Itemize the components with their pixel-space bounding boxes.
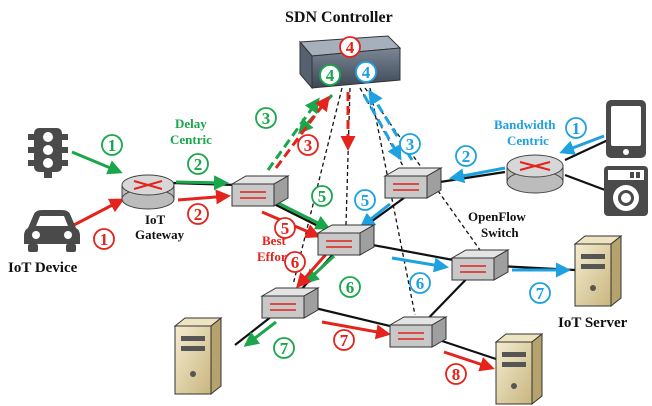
step-badge-blue: 4 xyxy=(355,61,377,83)
blue-arrow-3b xyxy=(362,94,402,161)
step-number: 2 xyxy=(462,147,471,166)
blue-arrow-2 xyxy=(449,166,506,184)
openflow-switch-line2: Switch xyxy=(481,225,519,240)
openflow-switch-icon[interactable] xyxy=(383,167,443,199)
openflow-switch-line1: OpenFlow xyxy=(468,209,526,224)
blue-flow xyxy=(359,89,605,278)
iot-gateway-line2: Gateway xyxy=(135,227,185,242)
server-icon[interactable] xyxy=(173,316,223,396)
router-icon[interactable] xyxy=(121,174,175,210)
step-number: 1 xyxy=(572,119,581,138)
step-badge-green: 7 xyxy=(273,337,295,359)
iot-gateway-line1: IoT xyxy=(145,212,166,227)
step-badge-green: 2 xyxy=(187,153,209,175)
openflow-switch-icon[interactable] xyxy=(316,224,376,256)
openflow-switch-icon[interactable] xyxy=(260,287,320,319)
server-icon[interactable] xyxy=(494,332,544,406)
step-number: 3 xyxy=(262,109,271,128)
step-badge-green: 5 xyxy=(311,185,333,207)
step-badge-red: 5 xyxy=(274,217,296,239)
step-badge-red: 1 xyxy=(93,228,115,250)
link-r2-tablet xyxy=(564,139,609,161)
red-arrow-7 xyxy=(321,320,391,340)
bandwidth-centric-line2: Centric xyxy=(507,133,549,148)
openflow-switch-label: OpenFlow Switch xyxy=(468,209,529,240)
step-badge-red: 2 xyxy=(187,203,209,225)
step-badge-blue: 2 xyxy=(455,145,477,167)
blue-arrow-1 xyxy=(559,134,605,155)
step-number: 7 xyxy=(536,284,545,303)
best-effort-line2: Effort xyxy=(257,249,292,264)
openflow-switch-icon[interactable] xyxy=(388,316,448,348)
delay-centric-line1: Delay xyxy=(175,116,207,131)
server-icon[interactable] xyxy=(573,234,623,308)
red-arrow-8 xyxy=(443,350,495,372)
step-number: 2 xyxy=(194,155,203,174)
bandwidth-centric-label: Bandwidth Centric xyxy=(494,117,559,148)
iot-device-label: IoT Device xyxy=(8,260,78,276)
step-badge-green: 4 xyxy=(319,64,341,86)
step-badge-green: 1 xyxy=(101,134,123,156)
red-arrow-1 xyxy=(71,198,125,228)
step-badge-blue: 5 xyxy=(354,189,376,211)
red-arrow-6 xyxy=(296,251,330,289)
openflow-switch-icon[interactable] xyxy=(450,249,510,281)
green-arrow-1 xyxy=(71,150,123,175)
iot-server-label: IoT Server xyxy=(558,315,628,331)
step-number: 8 xyxy=(452,365,461,384)
washing-machine-icon xyxy=(604,166,648,216)
step-badge-blue: 7 xyxy=(529,282,551,304)
step-badge-red: 3 xyxy=(297,134,319,156)
step-badge-red: 8 xyxy=(445,363,467,385)
delay-centric-line2: Centric xyxy=(170,132,212,147)
step-number: 6 xyxy=(416,274,425,293)
step-badge-red: 6 xyxy=(284,251,306,273)
step-number: 3 xyxy=(304,136,313,155)
iot-gateway-label: IoT Gateway xyxy=(135,212,185,242)
bandwidth-centric-line1: Bandwidth xyxy=(494,117,556,132)
green-arrow-3 xyxy=(266,97,320,171)
ctrl-line-s6 xyxy=(369,87,416,316)
step-number: 4 xyxy=(362,63,371,82)
step-badge-blue: 3 xyxy=(399,133,421,155)
step-number: 1 xyxy=(100,230,109,249)
delay-centric-label: Delay Centric xyxy=(170,116,212,147)
step-badge-red: 7 xyxy=(333,329,355,351)
step-badge-green: 3 xyxy=(255,107,277,129)
tablet-icon xyxy=(606,100,646,158)
traffic-light-icon xyxy=(28,128,68,178)
step-number: 7 xyxy=(280,339,289,358)
step-number: 7 xyxy=(340,331,349,350)
step-number: 2 xyxy=(194,205,203,224)
green-arrow-2 xyxy=(175,175,229,191)
step-number: 6 xyxy=(291,253,300,272)
green-arrow-7 xyxy=(243,320,277,347)
step-number: 6 xyxy=(346,278,355,297)
step-number: 5 xyxy=(361,191,370,210)
link-r2-washer xyxy=(564,173,606,192)
step-number: 4 xyxy=(326,66,335,85)
red-arrow-3 xyxy=(274,95,330,169)
step-badge-red: 4 xyxy=(339,36,361,58)
blue-arrow-6 xyxy=(391,256,449,273)
step-badge-green: 6 xyxy=(339,276,361,298)
step-badges: 1 2 3 4 5 6 7 1 2 3 4 5 6 7 8 1 2 3 4 5 … xyxy=(93,36,587,385)
step-number: 5 xyxy=(318,187,327,206)
openflow-switch-icon[interactable] xyxy=(230,175,290,207)
step-badge-blue: 6 xyxy=(409,272,431,294)
step-number: 5 xyxy=(281,219,290,238)
red-arrow-2 xyxy=(177,189,231,205)
red-flow xyxy=(71,92,495,372)
blue-arrow-5 xyxy=(359,202,391,228)
step-number: 1 xyxy=(108,136,117,155)
car-icon xyxy=(24,210,80,252)
green-arrow-5 xyxy=(271,198,331,230)
step-number: 4 xyxy=(346,38,355,57)
sdn-controller-label: SDN Controller xyxy=(285,9,393,26)
router-icon[interactable] xyxy=(506,154,564,194)
step-number: 3 xyxy=(406,135,415,154)
step-badge-blue: 1 xyxy=(565,117,587,139)
